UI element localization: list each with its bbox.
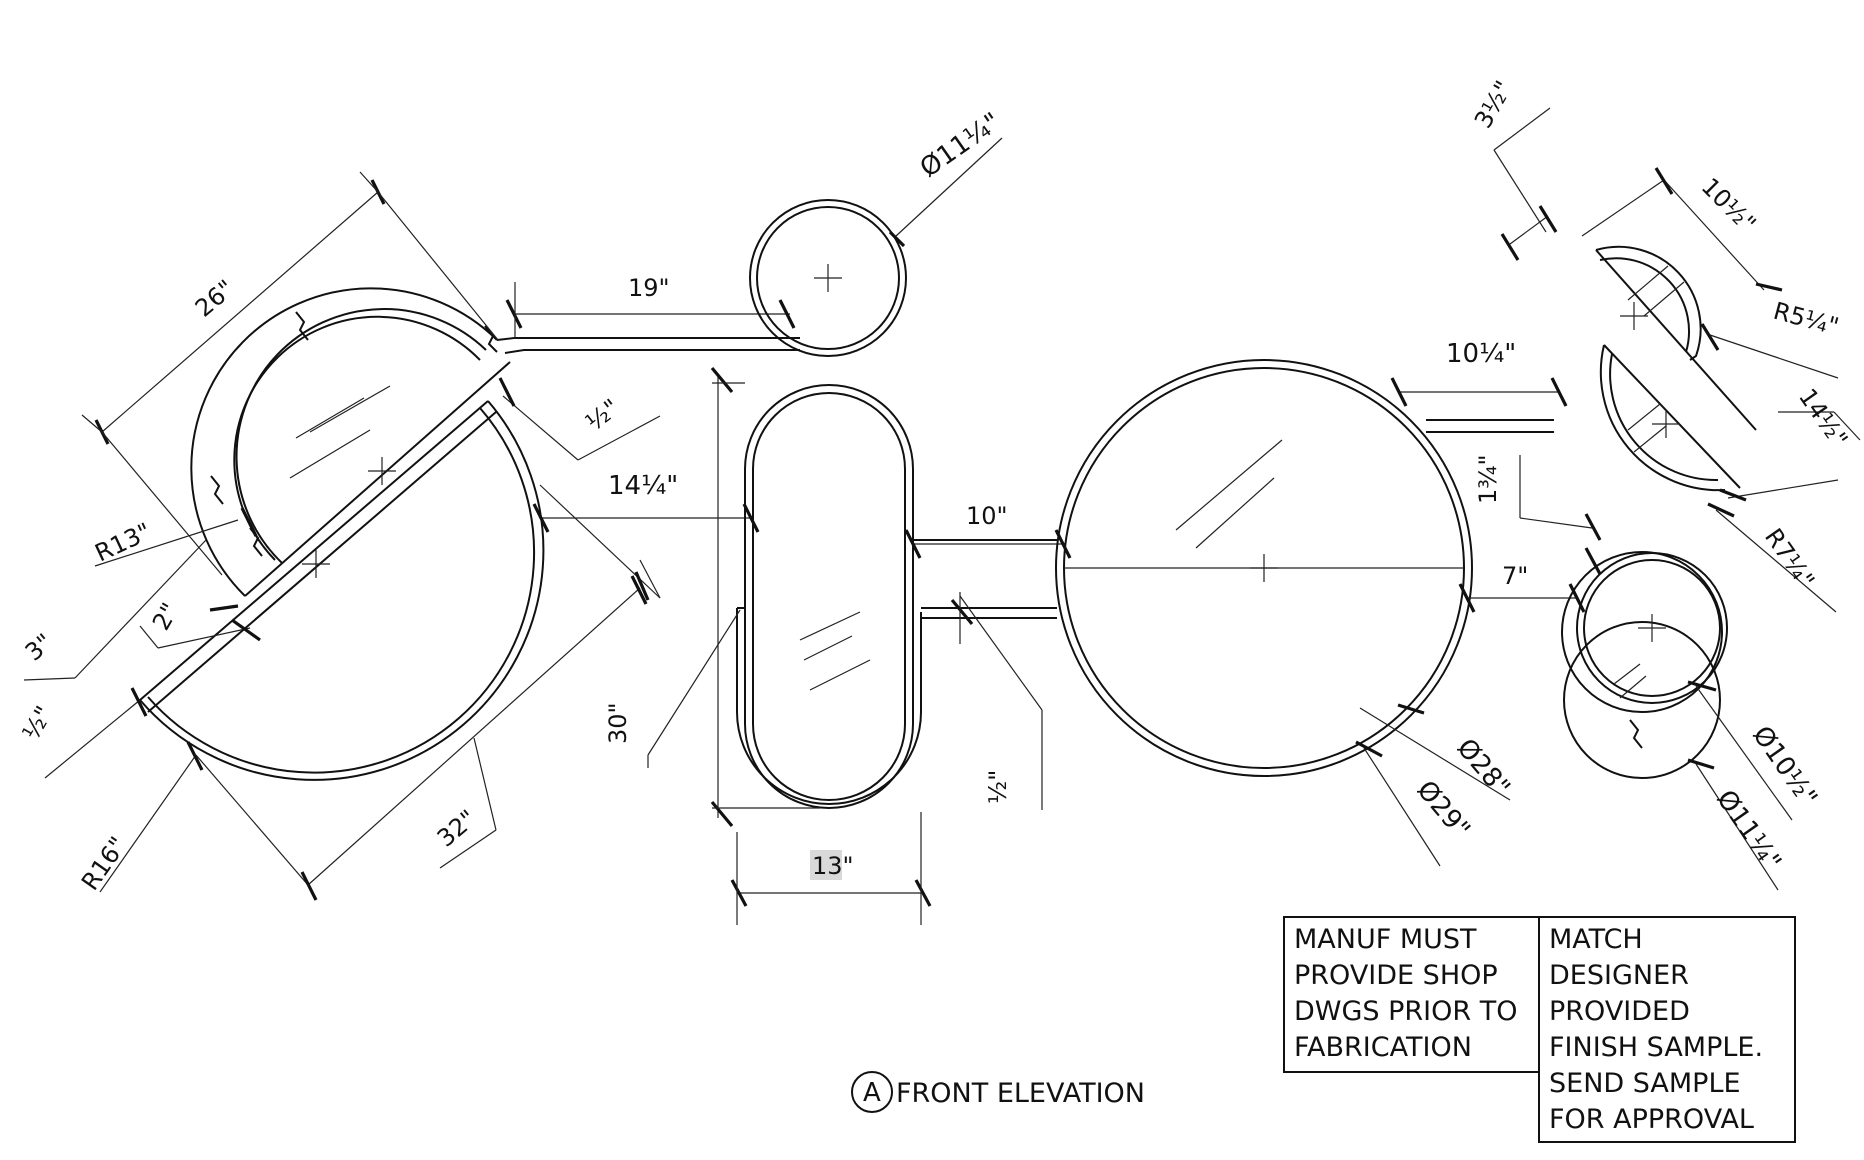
- dim-10-5-top: 10½": [1696, 172, 1762, 238]
- dim-7: 7": [1502, 562, 1528, 590]
- top-center-circle: [749, 199, 907, 357]
- dim-dia-11-25-bottom: Ø11¼": [1710, 785, 1787, 877]
- dim-10: 10": [966, 502, 1008, 530]
- finish-note-line-1: MATCH: [1549, 924, 1643, 955]
- drawing-title-text: FRONT ELEVATION: [896, 1078, 1145, 1109]
- r13-circle-outline: [190, 287, 498, 597]
- shop-note-line-1: MANUF MUST: [1294, 924, 1477, 955]
- right-mirror-cluster: [1426, 245, 1757, 779]
- large-round-mirror: [1055, 359, 1473, 777]
- finish-note-line-5: SEND SAMPLE: [1549, 1068, 1741, 1099]
- dim-13: 13": [812, 852, 854, 880]
- dim-14-5: 14½": [1793, 383, 1853, 452]
- dim-26: 26": [190, 274, 240, 322]
- dim-r5-25: R5¼": [1770, 297, 1841, 341]
- notes-block: MANUF MUST PROVIDE SHOP DWGS PRIOR TO FA…: [1283, 916, 1796, 1143]
- large-mirror-dimension-lines: [1355, 583, 1586, 867]
- right-dimension-lines: [1390, 107, 1861, 891]
- dim-half-left: ½": [17, 701, 58, 745]
- dim-10-25: 10¼": [1446, 339, 1516, 369]
- dim-30: 30": [604, 702, 632, 744]
- dim-3: 3": [20, 628, 58, 666]
- dim-1-75: 1¾": [1474, 454, 1502, 504]
- dim-19: 19": [628, 274, 670, 302]
- finish-note-line-2: DESIGNER: [1549, 960, 1689, 991]
- capsule-mirror: [736, 384, 1057, 809]
- shop-note-line-4: FABRICATION: [1294, 1032, 1472, 1063]
- dim-r13: R13": [91, 517, 156, 567]
- dim-2: 2": [147, 598, 184, 635]
- dim-3-5: 3½": [1469, 76, 1518, 133]
- r16-circle-outline: [139, 400, 545, 781]
- dim-dia-10-5: Ø10½": [1746, 721, 1823, 813]
- shop-note-line-3: DWGS PRIOR TO: [1294, 996, 1517, 1027]
- left-dimension-lines: [23, 137, 1003, 901]
- finish-note-line-6: FOR APPROVAL: [1549, 1104, 1754, 1135]
- dim-dia-29: Ø29": [1411, 775, 1476, 844]
- section-marker-letter: A: [863, 1078, 881, 1108]
- dim-half-top: ½": [580, 394, 624, 437]
- left-mirror-group: [139, 287, 800, 781]
- dim-half-mid: ½": [984, 770, 1012, 804]
- dim-dia-11-25-top: Ø11¼": [915, 107, 1007, 184]
- section-marker-circle: [851, 1071, 893, 1113]
- dimension-labels: 26" 19" Ø11¼" ½" 14¼" R13" 3" 2" ½" R16"…: [17, 76, 1853, 895]
- finish-sample-note-box: [1538, 916, 1796, 1143]
- shop-note-line-2: PROVIDE SHOP: [1294, 960, 1498, 991]
- dim-dia-28: Ø28": [1451, 733, 1516, 802]
- dim-r7-25: R7¼": [1759, 523, 1820, 593]
- drawing-title: A FRONT ELEVATION: [851, 1071, 1145, 1113]
- dim-14-25: 14¼": [608, 471, 678, 501]
- finish-note-line-4: FINISH SAMPLE.: [1549, 1032, 1763, 1063]
- finish-note-line-3: PROVIDED: [1549, 996, 1690, 1027]
- dim-r16: R16": [76, 832, 132, 896]
- capsule-dimension-lines: [647, 366, 1072, 925]
